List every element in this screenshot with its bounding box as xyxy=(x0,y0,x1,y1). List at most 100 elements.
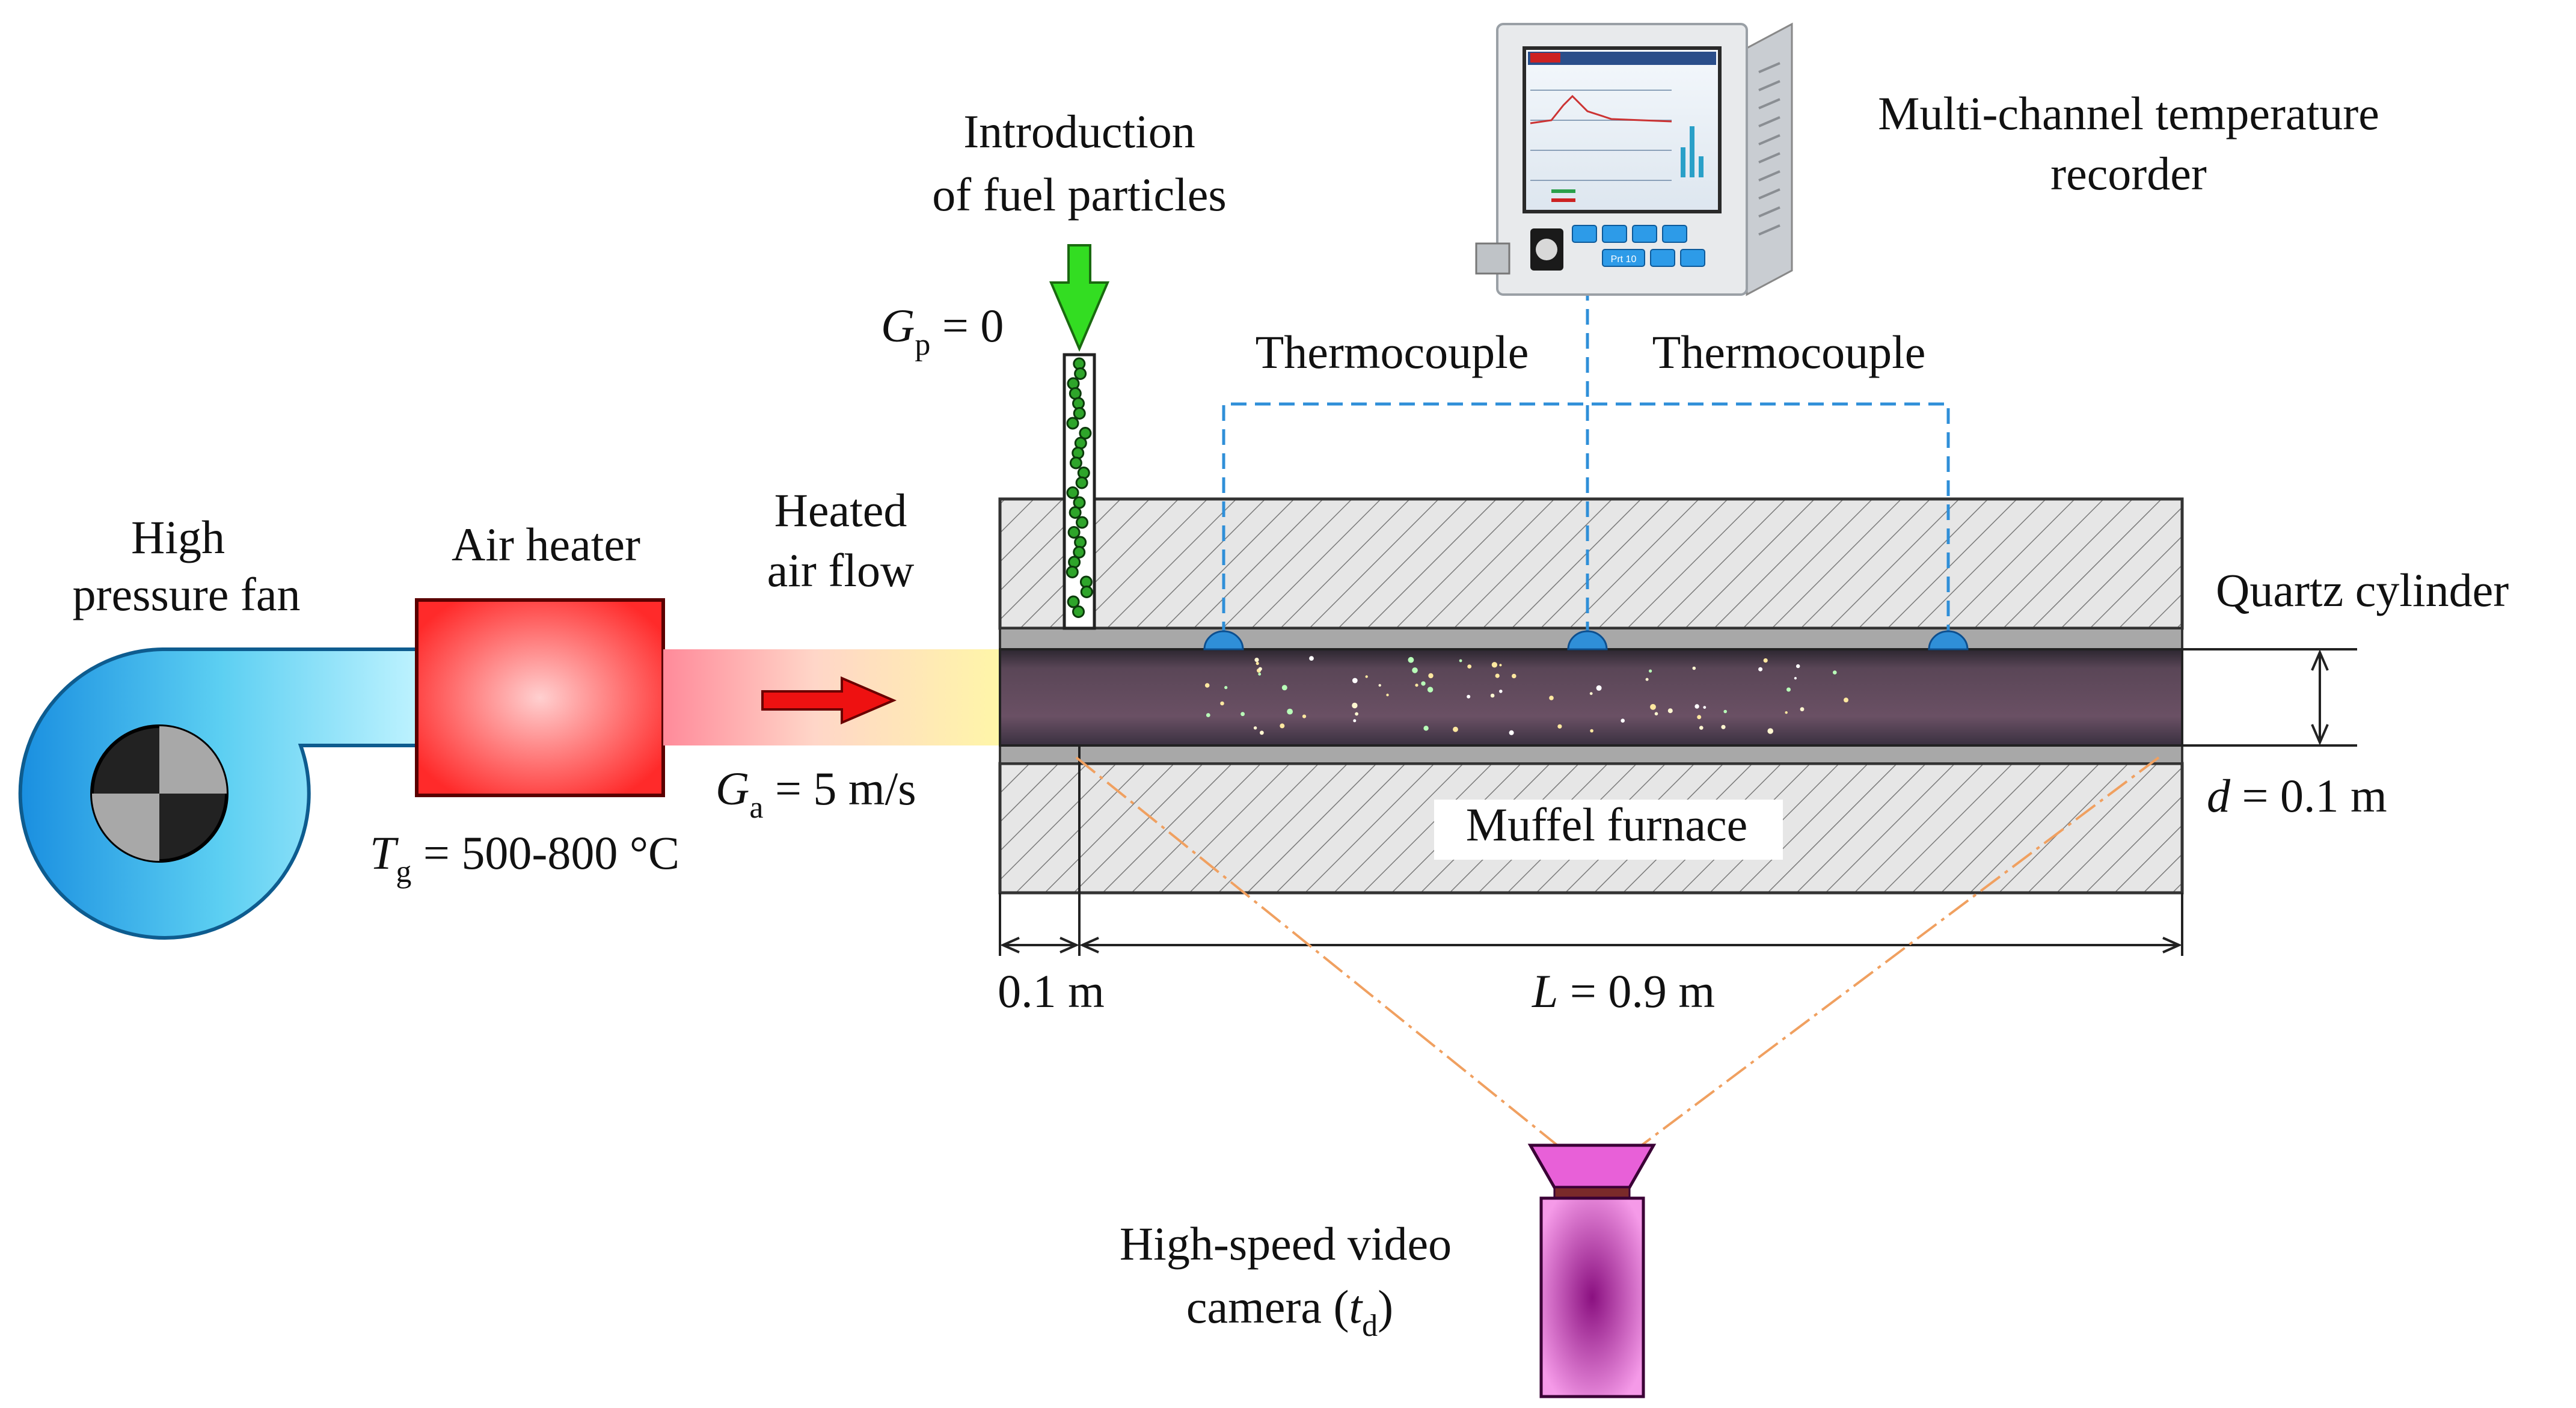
fuel-particle xyxy=(1072,605,1085,618)
thermocouple-sensor-3-icon xyxy=(1928,630,1969,650)
fuel-particle xyxy=(1066,486,1079,499)
d-symbol: d xyxy=(2207,770,2231,822)
burning-particle xyxy=(1621,718,1625,723)
burning-particle xyxy=(1723,709,1727,714)
burning-particle xyxy=(1467,664,1472,669)
length-dimension xyxy=(999,745,2183,956)
muffel-furnace xyxy=(998,497,2184,895)
recorder-button-3[interactable] xyxy=(1632,225,1657,243)
fuel-particle xyxy=(1080,586,1093,598)
burning-particle xyxy=(1833,670,1837,675)
burning-particle xyxy=(1281,685,1287,691)
fuel-particle xyxy=(1067,595,1080,608)
fuel-particle xyxy=(1067,526,1081,539)
recorder-label-line2: recorder xyxy=(2050,147,2207,200)
tg-subscript: g xyxy=(396,855,411,889)
fuel-particle xyxy=(1069,456,1082,470)
recorder-screen xyxy=(1523,46,1722,213)
recorder-button-5[interactable] xyxy=(1650,249,1675,267)
l-symbol: L xyxy=(1532,965,1558,1017)
quartz-wall-bottom xyxy=(999,744,2183,765)
gp-subscript: p xyxy=(915,328,930,362)
fan-label-line2: pressure fan xyxy=(73,568,301,620)
thermocouple-left-label: Thermocouple xyxy=(1256,326,1529,378)
fuel-particle xyxy=(1073,546,1086,559)
thermocouple-wiring xyxy=(1222,289,1950,637)
burning-particle xyxy=(1352,702,1358,709)
fuel-particle xyxy=(1066,566,1079,578)
recorder-button-4[interactable] xyxy=(1662,225,1687,243)
air-heater-label: Air heater xyxy=(452,518,640,571)
recorder-side-panel xyxy=(1746,22,1793,296)
temperature-recorder: Prt 10 xyxy=(1475,22,1793,296)
burning-particle xyxy=(1649,669,1652,673)
thermocouple-sensor-1-icon xyxy=(1203,630,1244,650)
high-speed-camera xyxy=(1527,1143,1657,1398)
recorder-button-2[interactable] xyxy=(1602,225,1627,243)
camera-body xyxy=(1539,1196,1645,1398)
diameter-dimension xyxy=(2182,648,2357,747)
l-value: = 0.9 m xyxy=(1558,965,1715,1017)
camera-view-lines xyxy=(1075,756,2160,1146)
burning-particle xyxy=(1667,708,1673,714)
fuel-particle xyxy=(1073,407,1086,420)
gp-value: = 0 xyxy=(930,299,1004,352)
fuel-particle xyxy=(1077,467,1090,479)
quartz-cylinder-label: Quartz cylinder xyxy=(2216,564,2509,616)
burning-particle xyxy=(1421,681,1426,686)
air-flow-arrow-icon xyxy=(761,676,897,725)
burning-particle xyxy=(1499,690,1503,693)
camera-label-close: ) xyxy=(1378,1281,1393,1333)
burning-particle xyxy=(1258,672,1262,676)
burning-particle xyxy=(1353,719,1357,723)
burning-particle xyxy=(1412,667,1418,673)
tg-symbol: T xyxy=(370,827,399,879)
burning-particle xyxy=(1408,657,1414,663)
recorder-display-text: Prt 10 xyxy=(1611,254,1637,265)
burning-particle xyxy=(1694,704,1699,709)
burning-particles xyxy=(1204,656,1848,735)
camera-lens xyxy=(1553,1186,1631,1199)
recorder-button-6[interactable] xyxy=(1680,249,1705,267)
burning-particle xyxy=(1302,714,1307,718)
gp-parameter: Gp = 0 xyxy=(881,299,1004,362)
burning-particle xyxy=(1549,696,1554,700)
burning-particle xyxy=(1499,664,1502,667)
fuel-particle xyxy=(1068,556,1081,569)
burning-particle xyxy=(1224,686,1228,690)
recorder-button-1[interactable] xyxy=(1572,225,1597,243)
camera-td-subscript: d xyxy=(1362,1309,1378,1343)
recorder-trace xyxy=(1530,94,1672,124)
camera-label-text: camera ( xyxy=(1186,1281,1349,1333)
recorder-screen-header xyxy=(1528,52,1716,65)
fan-label-line1: High xyxy=(131,511,225,563)
burning-particle xyxy=(1386,693,1389,697)
furnace-upper-wall xyxy=(998,497,2184,630)
tg-parameter: Tg = 500-800 °C xyxy=(370,827,679,889)
burning-particle xyxy=(1206,713,1210,717)
burning-particle xyxy=(1512,673,1516,679)
burning-particle xyxy=(1459,659,1462,663)
recorder-mounting-clip xyxy=(1475,242,1510,275)
recorder-buttons[interactable] xyxy=(1572,225,1705,267)
fuel-particle xyxy=(1079,427,1092,439)
burning-particle xyxy=(1256,661,1259,666)
burning-particle xyxy=(1654,712,1658,715)
burning-particle xyxy=(1703,706,1707,709)
ga-parameter: Ga = 5 m/s xyxy=(716,762,916,825)
burning-particle xyxy=(1596,685,1602,691)
burning-particle xyxy=(1758,667,1763,672)
burning-particle xyxy=(1589,692,1593,695)
d-value: = 0.1 m xyxy=(2230,770,2387,822)
ga-subscript: a xyxy=(749,791,763,825)
burning-particle xyxy=(1794,677,1797,680)
burning-particle xyxy=(1220,701,1224,706)
burning-particle xyxy=(1786,687,1791,692)
recorder-status-green xyxy=(1551,189,1575,193)
ga-symbol: G xyxy=(716,762,749,815)
camera-lens-hood xyxy=(1527,1143,1657,1189)
recorder-display-button[interactable] xyxy=(1602,249,1645,267)
fuel-particles xyxy=(1066,357,1093,618)
burning-particle xyxy=(1258,667,1262,671)
